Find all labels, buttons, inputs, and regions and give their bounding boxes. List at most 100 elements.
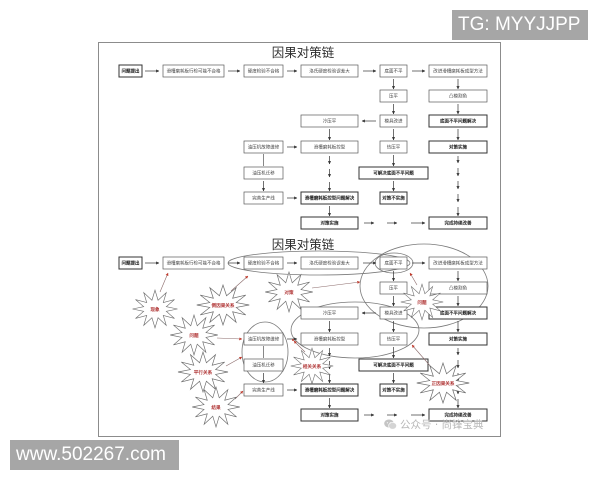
annotation-result: 结果 (191, 386, 241, 428)
svg-text:问题提出: 问题提出 (122, 260, 140, 267)
annotation-problem-left: 问题 (169, 314, 219, 356)
svg-text:完善生产线: 完善生产线 (252, 195, 275, 202)
svg-text:冷压平: 冷压平 (323, 118, 337, 125)
node-measure-impl-right: 对策实施 (428, 140, 488, 154)
node-bottom-uneven: 底面不平 (379, 64, 408, 78)
svg-text:油压机迁移: 油压机迁移 (252, 170, 275, 177)
flow-arrows (145, 261, 460, 417)
node-measure-not-impl: 对策不实施 (379, 383, 408, 397)
svg-text:平行关系: 平行关系 (194, 369, 213, 376)
node-rockwell-error: 洛氏硬度检验误差大 (300, 64, 359, 78)
node-punch-corner: 凸模割角 (428, 89, 488, 103)
svg-text:相关关系: 相关关系 (303, 363, 322, 370)
annotation-connectors (159, 272, 433, 400)
annotation-reverse-causality: 倒因果关系 (196, 284, 250, 326)
flow-arrows (145, 69, 460, 225)
node-can-solve-uneven: 可解决底面不平问题 (358, 166, 429, 180)
watermark-website: www.502267.com (10, 440, 179, 470)
node-press-flat: 压平 (379, 281, 408, 295)
red-dot (292, 339, 294, 341)
node-mold-improve: 模具改进 (379, 306, 408, 320)
node-press-flat: 压平 (379, 89, 408, 103)
svg-text:底面不平: 底面不平 (385, 68, 403, 75)
node-uneven-solved: 底面不平问题解决 (428, 114, 488, 128)
node-bottom-uneven: 底面不平 (379, 256, 408, 270)
svg-text:底面不平问题解决: 底面不平问题解决 (440, 310, 476, 317)
svg-text:洛氏硬度检验误差大: 洛氏硬度检验误差大 (309, 260, 350, 267)
svg-text:对策实施: 对策实施 (321, 220, 339, 227)
annotation-problem-right: 问题 (400, 283, 444, 321)
node-measure-not-impl: 对策不实施 (379, 191, 408, 205)
node-punch-corner: 凸模割角 (428, 281, 488, 295)
svg-text:油压机迁移: 油压机迁移 (252, 362, 275, 369)
svg-text:凸模割角: 凸模割角 (449, 285, 467, 292)
node-improve-line: 完善生产线 (243, 383, 284, 397)
svg-text:改进滑槽磨耗板成型方法: 改进滑槽磨耗板成型方法 (433, 260, 483, 267)
node-press-move: 油压机迁移 (243, 166, 284, 180)
node-continuous-improve: 完成持续改善 (428, 408, 488, 422)
node-control-solved: 滑槽磨耗板控型问题解决 (300, 191, 359, 205)
svg-text:对策不实施: 对策不实施 (382, 387, 405, 394)
watermark-telegram: TG: MYYJJPP (452, 10, 588, 40)
ellipse-right-cluster (359, 243, 489, 329)
node-plate-control: 滑槽磨耗板控型 (300, 140, 359, 154)
node-control-solved: 滑槽磨耗板控型问题解决 (300, 383, 359, 397)
svg-text:可解决底面不平问题: 可解决底面不平问题 (373, 362, 414, 369)
svg-text:滑槽磨耗板行检可能不合格: 滑槽磨耗板行检可能不合格 (167, 68, 221, 75)
node-hot-press: 热压平 (379, 332, 408, 346)
svg-text:凸模割角: 凸模割角 (449, 93, 467, 100)
svg-text:滑槽磨耗板控型问题解决: 滑槽磨耗板控型问题解决 (305, 387, 355, 394)
diagram-top-title: 因果对策链 (272, 45, 335, 60)
wechat-account-label: 公众号 · 尚锋宝典 (400, 418, 484, 431)
svg-text:问题提出: 问题提出 (122, 68, 140, 75)
svg-text:热压平: 热压平 (387, 144, 401, 151)
svg-text:硬度检验不合格: 硬度检验不合格 (248, 68, 280, 75)
node-hardness-fail: 硬度检验不合格 (243, 256, 284, 270)
node-improve-line: 完善生产线 (243, 191, 284, 205)
node-improve-method: 改进滑槽磨耗板成型方法 (428, 256, 488, 270)
diagram-top: 因果对策链 (118, 45, 488, 230)
node-cold-press: 冷压平 (300, 114, 359, 128)
node-improve-method: 改进滑槽磨耗板成型方法 (428, 64, 488, 78)
svg-text:对策实施: 对策实施 (449, 144, 467, 151)
svg-text:改进滑槽磨耗板成型方法: 改进滑槽磨耗板成型方法 (433, 68, 483, 75)
svg-text:问题: 问题 (189, 332, 199, 339)
node-problem: 问题提出 (118, 64, 143, 78)
svg-text:完成持续改善: 完成持续改善 (445, 412, 472, 419)
svg-text:硬度检验不合格: 硬度检验不合格 (248, 260, 280, 267)
diagram-bottom: 因果对策链 (118, 237, 489, 428)
svg-text:油压机故障维修: 油压机故障维修 (248, 144, 280, 151)
svg-text:完善生产线: 完善生产线 (252, 387, 275, 394)
svg-text:模具改进: 模具改进 (385, 118, 403, 125)
svg-text:现象: 现象 (150, 306, 160, 313)
svg-text:压平: 压平 (389, 94, 398, 100)
svg-text:结果: 结果 (211, 404, 221, 411)
node-measure-impl-right: 对策实施 (428, 332, 488, 346)
svg-text:滑槽磨耗板控型问题解决: 滑槽磨耗板控型问题解决 (305, 195, 355, 202)
ellipse-middle-cluster (290, 301, 420, 359)
node-measure-impl: 对策实施 (300, 216, 359, 230)
node-plate-control: 滑槽磨耗板控型 (300, 332, 359, 346)
node-may-fail: 滑槽磨耗板行检可能不合格 (162, 64, 225, 78)
svg-text:底面不平问题解决: 底面不平问题解决 (440, 118, 476, 125)
svg-text:油压机故障维修: 油压机故障维修 (248, 336, 280, 343)
node-cold-press: 冷压平 (300, 306, 359, 320)
watermark-wechat: 公众号 · 尚锋宝典 (384, 417, 484, 431)
svg-text:滑槽磨耗板行检可能不合格: 滑槽磨耗板行检可能不合格 (167, 260, 221, 267)
diagram-bottom-title: 因果对策链 (272, 237, 335, 252)
node-can-solve-uneven: 可解决底面不平问题 (358, 358, 429, 372)
svg-text:滑槽磨耗板控型: 滑槽磨耗板控型 (314, 336, 346, 343)
svg-text:模具改进: 模具改进 (385, 310, 403, 317)
svg-text:冷压平: 冷压平 (323, 310, 337, 317)
svg-text:对策实施: 对策实施 (321, 412, 339, 419)
svg-text:对策: 对策 (284, 289, 294, 296)
node-rockwell-error: 洛氏硬度检验误差大 (300, 256, 359, 270)
svg-text:洛氏硬度检验误差大: 洛氏硬度检验误差大 (309, 68, 350, 75)
node-hardness-fail: 硬度检验不合格 (243, 64, 284, 78)
svg-text:可解决底面不平问题: 可解决底面不平问题 (373, 170, 414, 177)
node-problem: 问题提出 (118, 256, 143, 270)
node-press-repair: 油压机故障维修 (243, 140, 284, 154)
node-press-repair: 油压机故障维修 (243, 332, 284, 346)
node-measure-impl: 对策实施 (300, 408, 359, 422)
